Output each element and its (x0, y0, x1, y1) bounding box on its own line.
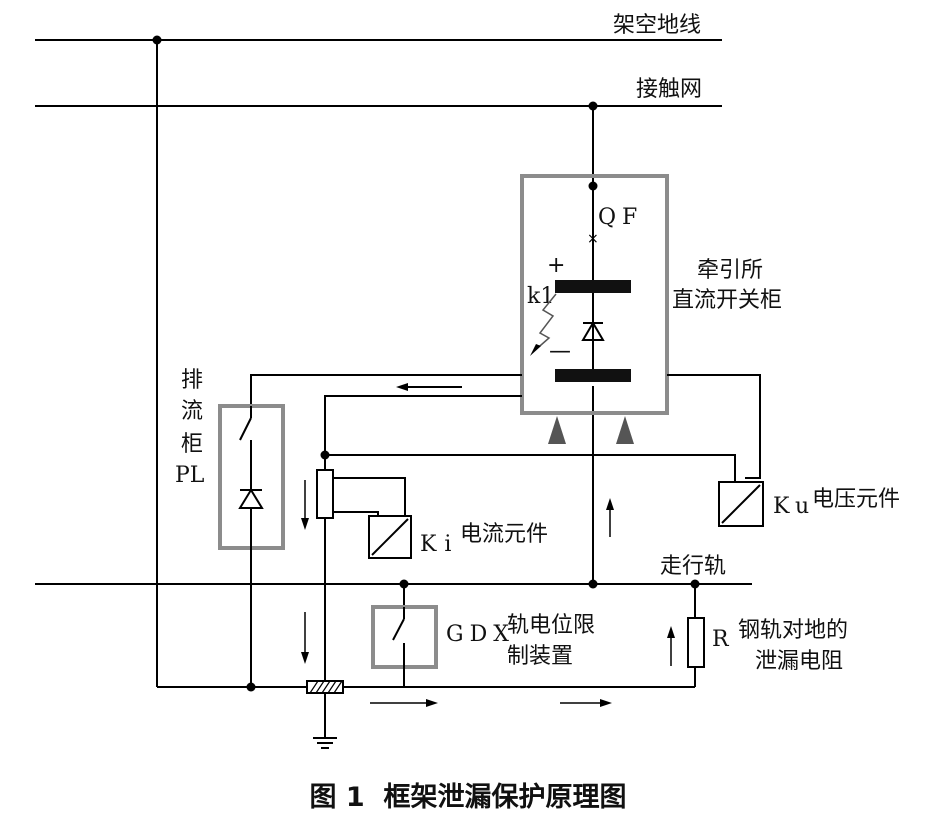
frame-to-shunt-wire (324, 395, 522, 470)
drainage-diode-icon (238, 480, 264, 548)
drainage-switch-icon (239, 406, 252, 480)
gdx-switch-icon (392, 607, 405, 667)
current-arrow-left-icon (396, 383, 462, 391)
current-arrow-up-icon (667, 626, 675, 666)
running-rail-label: 走行轨 (660, 554, 726, 579)
current-arrow-down-icon (301, 612, 309, 664)
junction-dot (320, 450, 330, 460)
positive-busbar (555, 280, 631, 293)
drainage-label-3: 柜 (181, 432, 203, 457)
drainage-label-4: PL (175, 463, 205, 488)
current-arrow-down-icon (301, 480, 309, 530)
cabinet-insulator-foot-icon (616, 416, 634, 444)
gdx-desc-label-2: 制装置 (507, 644, 573, 669)
minus-label: — (549, 339, 571, 364)
grounding-resistor-hatch (309, 680, 343, 694)
ki-desc-label: 电流元件 (460, 522, 548, 547)
k1-label: k1 (527, 284, 554, 309)
plus-label: + (547, 253, 565, 278)
rail-leakage-resistor (687, 617, 705, 668)
negative-bus-to-drainage-wire (250, 374, 522, 406)
drainage-label-1: 排 (181, 368, 203, 393)
r-desc-label-1: 钢轨对地的 (738, 618, 848, 643)
ku-desc-label: 电压元件 (812, 487, 900, 512)
r-desc-label-2: 泄漏电阻 (755, 649, 843, 674)
negative-busbar (555, 369, 631, 382)
rectifier-diode-icon (581, 293, 605, 369)
gdx-desc-label-1: 轨电位限 (507, 613, 595, 638)
shunt-resistor (316, 469, 334, 519)
junction-dot (588, 579, 598, 589)
ku-label: Ku (773, 494, 815, 519)
qf-label: QF (598, 205, 643, 230)
current-arrow-up-icon (606, 498, 614, 537)
figure-caption: 图 1 框架泄漏保护原理图 (310, 782, 627, 813)
current-arrow-right-icon (560, 699, 612, 707)
switch-cabinet-label-1: 牵引所 (697, 258, 763, 283)
ki-current-element-slash (371, 518, 409, 556)
earth-ground-icon (313, 737, 337, 749)
gdx-label: GDX (446, 622, 515, 647)
k1-fault-arc-icon (530, 293, 557, 356)
qf-breaker-icon: × (587, 231, 599, 247)
ku-voltage-element-slash (721, 484, 761, 524)
dc-switch-cabinet-box (520, 174, 669, 415)
drainage-label-2: 流 (181, 399, 203, 424)
shunt-tap-wire (333, 477, 406, 528)
r-label: R (712, 627, 730, 652)
switch-cabinet-label-2: 直流开关柜 (672, 288, 782, 313)
junction-dot (246, 682, 256, 692)
current-arrow-right-icon (370, 699, 438, 707)
voltage-sense-wire (325, 454, 736, 458)
negative-bus-to-ku-wire (667, 374, 761, 479)
junction-dot (588, 181, 598, 191)
overhead-ground-wire-label: 架空地线 (613, 13, 701, 38)
ki-label: Ki (420, 532, 459, 557)
cabinet-insulator-foot-icon (548, 416, 566, 444)
catenary-label: 接触网 (636, 77, 702, 102)
